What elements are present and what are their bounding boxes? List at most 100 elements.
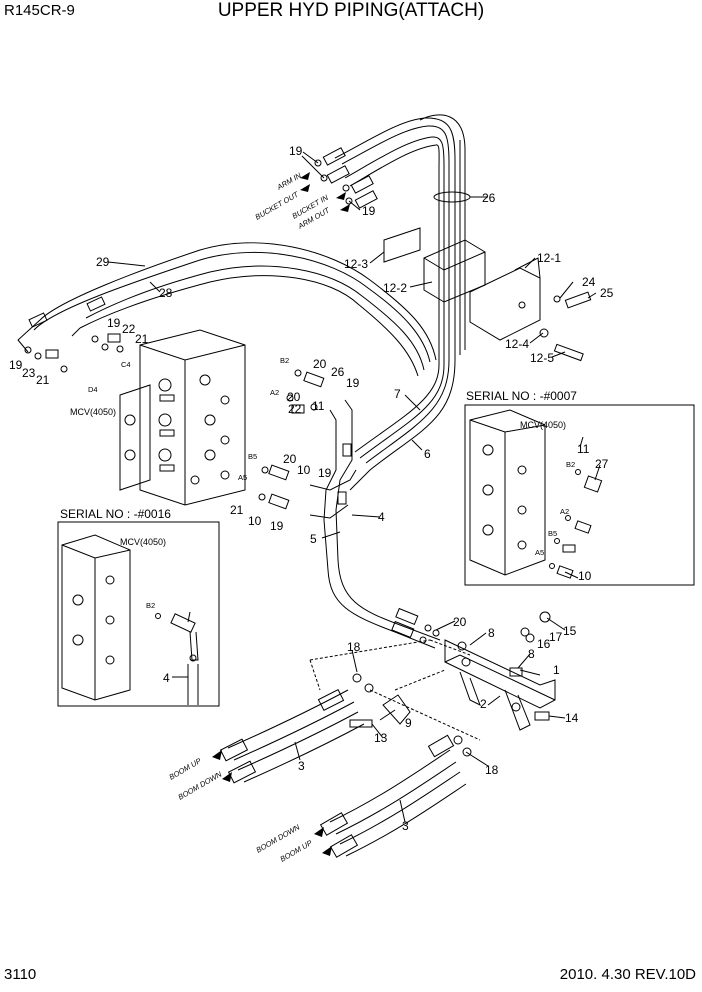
callout-28: 29 (96, 255, 110, 269)
callout-19f: 19 (318, 466, 332, 480)
callout-21b: 21 (36, 373, 50, 387)
callout-14: 14 (565, 711, 579, 725)
callout-22a: 22 (122, 322, 136, 336)
callout-13: 13 (374, 731, 388, 745)
callout-19b: 19 (362, 204, 376, 218)
callout-16: 16 (537, 637, 551, 651)
callout-15: 15 (563, 624, 577, 638)
callout-21a: 21 (135, 332, 149, 346)
callout-2: 2 (480, 697, 487, 711)
inset-0016-mcv (61, 534, 199, 705)
port-label-a2: A2 (270, 388, 279, 397)
caption-boom-up-2: BOOM UP (279, 838, 314, 864)
port-label-b2: B2 (280, 356, 289, 365)
callout-10-inset: 10 (578, 569, 592, 583)
inset-0016-serial: SERIAL NO : -#0016 (60, 507, 171, 521)
callout-4-inset: 4 (163, 671, 170, 685)
upper-hose-bundle (334, 114, 466, 491)
manifold-block-1 (444, 611, 556, 731)
callout-19g: 19 (270, 519, 284, 533)
callout-19c: 19 (107, 316, 121, 330)
leader-lines (107, 151, 601, 823)
callout-20d: 21 (230, 503, 244, 517)
inset-frame-serial-0007 (464, 404, 695, 586)
hose-27-28-fittings (24, 296, 124, 373)
port-label-b5: B5 (248, 452, 257, 461)
callout-25: 26 (482, 191, 496, 205)
mcv-label: MCV(4050) (70, 407, 116, 417)
inset-0007-mcv-label: MCV(4050) (520, 420, 566, 430)
inset-port-label-b5: B5 (548, 529, 557, 538)
callout-26-inset: 27 (595, 457, 609, 471)
inset-port-label-a5: A5 (535, 548, 544, 557)
callout-17: 17 (549, 630, 563, 644)
inset-port-label-b2-0016: B2 (146, 601, 155, 610)
port-label-d4: D4 (88, 385, 98, 394)
callout-5: 5 (310, 532, 317, 546)
callout-11: 11 (312, 399, 325, 413)
boom-hoses-part-3-lower (319, 734, 472, 858)
page-title: UPPER HYD PIPING(ATTACH) (217, 0, 485, 21)
callout-12-3: 12-3 (344, 257, 368, 271)
callout-9: 9 (405, 716, 412, 730)
callout-20a: 20 (313, 357, 327, 371)
part-callouts: 1 2 3 3 4 4 5 6 7 8 8 9 10 10 10 11 11 1… (9, 144, 614, 833)
callout-12-4: 12-4 (505, 337, 529, 351)
inset-0007-serial: SERIAL NO : -#0007 (466, 389, 577, 403)
revision-date: 2010. 4.30 REV.10D (559, 966, 696, 983)
callout-7: 7 (394, 387, 401, 401)
callout-20c: 20 (283, 452, 297, 466)
callout-26: 26 (331, 365, 345, 379)
caption-arm-in: ARM IN (275, 171, 304, 193)
callout-18b: 18 (485, 763, 499, 777)
callout-6: 6 (424, 447, 431, 461)
callout-3b: 3 (402, 819, 409, 833)
pipes-4-5-6-7 (309, 399, 441, 649)
callout-19e: 19 (346, 376, 360, 390)
inset-port-label-a2: A2 (560, 507, 569, 516)
page-number: 3110 (4, 966, 37, 983)
callout-18a: 18 (347, 640, 361, 654)
callout-21c: 22 (288, 402, 302, 416)
main-control-valve (119, 329, 246, 506)
callout-22b: 23 (22, 366, 36, 380)
callout-24: 25 (600, 286, 614, 300)
callout-27: 28 (159, 286, 173, 300)
callout-4: 4 (378, 510, 385, 524)
callout-19a: 19 (289, 144, 303, 158)
callout-8a: 8 (488, 626, 495, 640)
boom-hoses-part-3-upper (219, 673, 374, 784)
inset-0016-mcv-label: MCV(4050) (120, 537, 166, 547)
callout-12-5: 12-5 (530, 351, 554, 365)
port-label-a5: A5 (238, 473, 247, 482)
hose-27-28 (17, 242, 437, 377)
pipes-4-5-6-7-fittings (391, 607, 440, 644)
bracket-assembly-12 (383, 227, 592, 362)
callout-1: 1 (553, 663, 560, 677)
reference-lines (309, 639, 481, 741)
caption-boom-up-1: BOOM UP (168, 756, 203, 782)
callout-23: 24 (582, 275, 596, 289)
model-code: R145CR-9 (4, 2, 75, 19)
callout-10a: 10 (297, 463, 311, 477)
flow-arrows (212, 172, 350, 856)
callout-19h: 20 (453, 615, 467, 629)
callout-12-2: 12-2 (383, 281, 407, 295)
inset-port-label-b2: B2 (566, 460, 575, 469)
hose-end-fittings-upper (314, 147, 378, 209)
callout-20b: 20 (287, 390, 301, 404)
callout-12-1: 12-1 (537, 251, 561, 265)
callout-11-inset: 11 (577, 442, 590, 456)
port-label-c4: C4 (121, 360, 131, 369)
mcv-port-fittings (258, 369, 325, 510)
inset-frame-serial-0016 (57, 521, 220, 707)
callout-8b: 8 (528, 647, 535, 661)
inset-0007-mcv (469, 409, 603, 579)
callout-10b: 10 (248, 514, 262, 528)
callout-19d: 19 (9, 358, 23, 372)
callout-3a: 3 (298, 759, 305, 773)
clamp-9-bolt-13 (349, 694, 411, 728)
clamp-part-25 (433, 191, 478, 203)
